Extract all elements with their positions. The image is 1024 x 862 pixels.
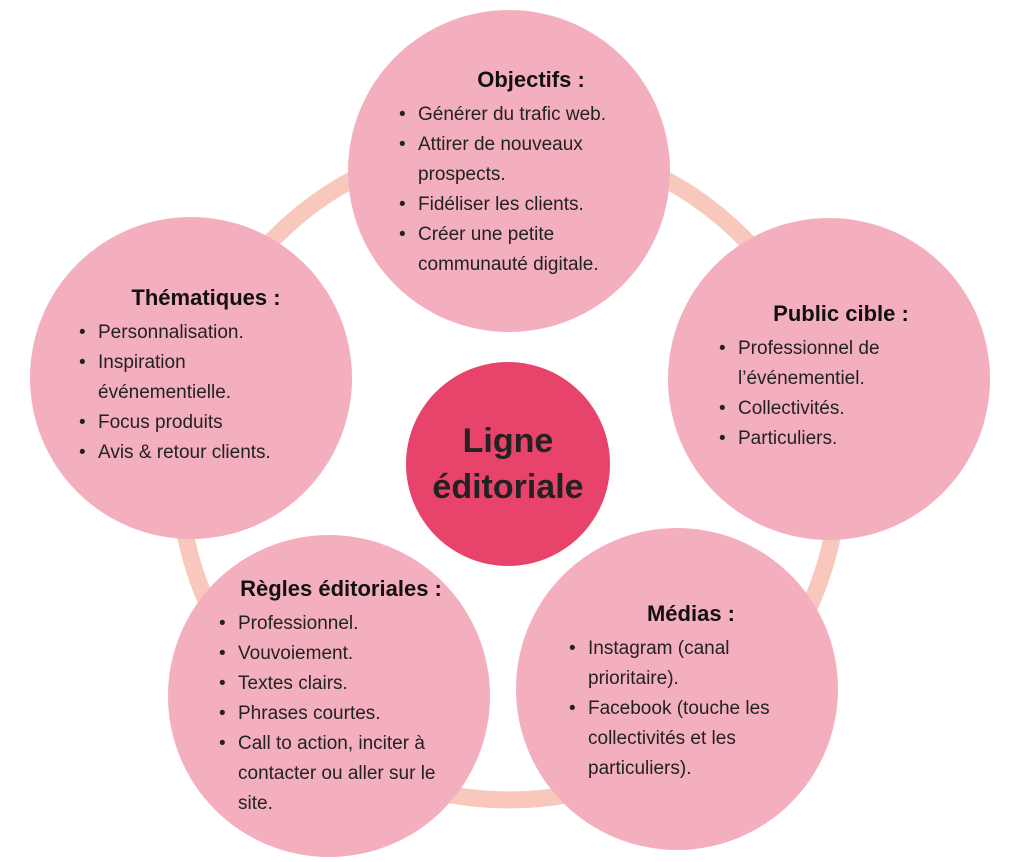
- public-list: Professionnel de l’événementiel. Collect…: [716, 334, 966, 454]
- objectifs-content: Objectifs : Générer du trafic web. Attir…: [396, 66, 666, 280]
- objectifs-title: Objectifs :: [477, 67, 585, 92]
- center-label: Ligne éditoriale: [432, 422, 584, 506]
- medias-list: Instagram (canal prioritaire). Facebook …: [566, 634, 816, 784]
- list-item: Générer du trafic web.: [396, 100, 666, 130]
- list-item: Vouvoiement.: [216, 639, 466, 669]
- list-item: Avis & retour clients.: [76, 438, 336, 468]
- list-item: Collectivités.: [716, 394, 966, 424]
- list-item: Professionnel de l’événementiel.: [716, 334, 913, 394]
- bubble-objectifs: Objectifs : Générer du trafic web. Attir…: [348, 10, 670, 332]
- list-item: Focus produits: [76, 408, 336, 438]
- regles-title: Règles éditoriales :: [240, 576, 442, 601]
- regles-content: Règles éditoriales : Professionnel. Vouv…: [216, 575, 466, 819]
- thematiques-title: Thématiques :: [131, 285, 281, 310]
- public-title: Public cible :: [773, 301, 909, 326]
- list-item: Créer une petite communauté digitale.: [396, 220, 638, 280]
- thematiques-list: Personnalisation. Inspiration événementi…: [76, 318, 336, 468]
- bubble-public-cible: Public cible : Professionnel de l’événem…: [668, 218, 990, 540]
- medias-title: Médias :: [646, 601, 736, 626]
- list-item: Facebook (touche les collectivités et le…: [566, 694, 803, 784]
- list-item: Phrases courtes.: [216, 699, 466, 729]
- bubble-regles-editoriales: Règles éditoriales : Professionnel. Vouv…: [168, 535, 490, 857]
- bubble-medias: Médias : Instagram (canal prioritaire). …: [516, 528, 838, 850]
- list-item: Personnalisation.: [76, 318, 336, 348]
- public-content: Public cible : Professionnel de l’événem…: [716, 300, 966, 454]
- thematiques-content: Thématiques : Personnalisation. Inspirat…: [76, 284, 336, 468]
- list-item: Inspiration événementielle.: [76, 348, 268, 408]
- center-bubble: Ligne éditoriale: [406, 362, 610, 566]
- medias-content: Médias : Instagram (canal prioritaire). …: [566, 600, 816, 784]
- list-item: Call to action, inciter à contacter ou a…: [216, 729, 456, 819]
- objectifs-list: Générer du trafic web. Attirer de nouvea…: [396, 100, 666, 280]
- bubble-thematiques: Thématiques : Personnalisation. Inspirat…: [30, 217, 352, 539]
- list-item: Textes clairs.: [216, 669, 466, 699]
- list-item: Particuliers.: [716, 424, 966, 454]
- list-item: Professionnel.: [216, 609, 466, 639]
- list-item: Instagram (canal prioritaire).: [566, 634, 773, 694]
- list-item: Fidéliser les clients.: [396, 190, 666, 220]
- list-item: Attirer de nouveaux prospects.: [396, 130, 618, 190]
- regles-list: Professionnel. Vouvoiement. Textes clair…: [216, 609, 466, 819]
